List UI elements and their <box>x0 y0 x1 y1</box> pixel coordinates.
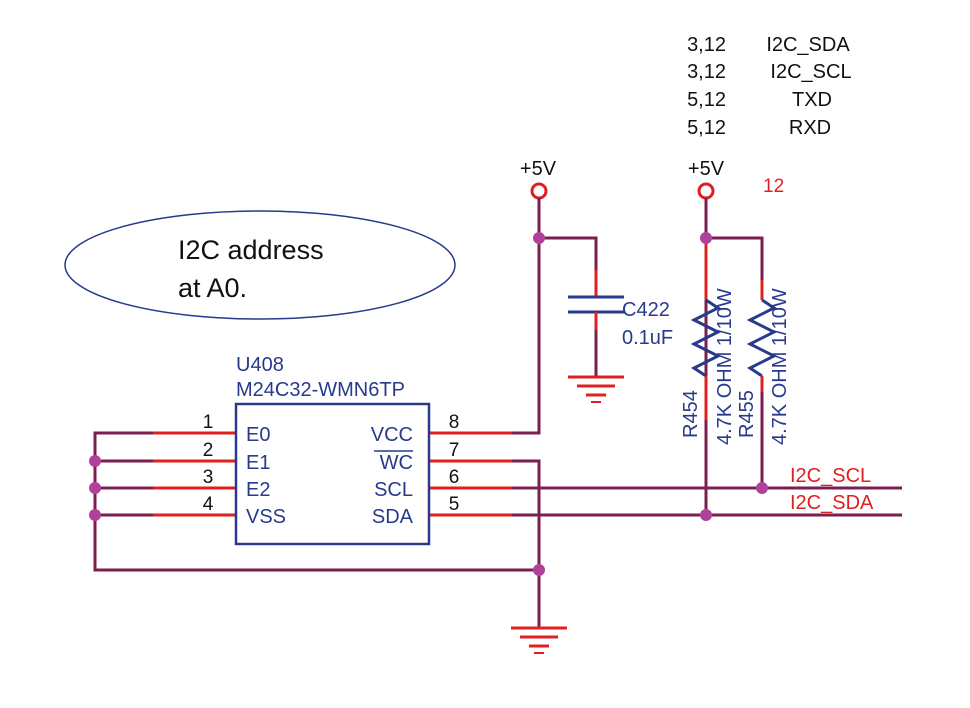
net-table-name-3: RXD <box>789 117 831 139</box>
net-table: 3,12 I2C_SDA 3,12 I2C_SCL 5,12 TXD 5,12 … <box>687 34 852 139</box>
junction-dots <box>89 232 768 576</box>
pin-number-4: 4 <box>203 494 214 515</box>
ic-body <box>234 402 431 546</box>
junction-dot <box>89 509 101 521</box>
callout-line-2: at A0. <box>178 273 247 303</box>
junction-dot <box>700 232 712 244</box>
power-symbol-left <box>530 182 548 200</box>
pin-number-6: 6 <box>449 467 460 488</box>
junction-dot <box>89 482 101 494</box>
capacitor-ref: C422 <box>622 299 670 321</box>
pin-name-sda: SDA <box>372 506 414 528</box>
pin-number-3: 3 <box>203 467 214 488</box>
power-label-left: +5V <box>520 158 557 180</box>
resistor-r455-ref: R455 <box>736 390 758 438</box>
capacitor-c422 <box>568 270 624 330</box>
pin-name-e1: E1 <box>246 452 270 474</box>
pin-name-vss: VSS <box>246 506 286 528</box>
capacitor-value: 0.1uF <box>622 327 673 349</box>
resistor-r454-ref: R454 <box>680 390 702 438</box>
pin-name-e0: E0 <box>246 424 270 446</box>
net-table-name-0: I2C_SDA <box>766 34 850 56</box>
junction-dot <box>756 482 768 494</box>
pin-number-2: 2 <box>203 440 214 461</box>
junction-dot <box>700 509 712 521</box>
net-table-pages-3: 5,12 <box>687 117 726 139</box>
pin-name-vcc: VCC <box>371 424 413 446</box>
junction-dot <box>533 232 545 244</box>
resistor-r454-value: 4.7K OHM 1/10W <box>714 288 736 445</box>
resistor-r455-value: 4.7K OHM 1/10W <box>769 288 791 445</box>
net-table-pages-1: 3,12 <box>687 61 726 83</box>
ground-symbol-main <box>511 626 567 654</box>
junction-dot <box>533 564 545 576</box>
callout-ellipse <box>64 210 456 320</box>
junction-dot <box>89 455 101 467</box>
pin-name-wc: WC <box>380 452 413 474</box>
pin-number-7: 7 <box>449 440 460 461</box>
resistor-r455 <box>746 280 778 392</box>
callout-line-1: I2C address <box>178 235 324 265</box>
net-label-sda: I2C_SDA <box>790 492 874 514</box>
net-table-pages-2: 5,12 <box>687 89 726 111</box>
pin-number-8: 8 <box>449 412 460 433</box>
power-page-ref: 12 <box>763 176 784 197</box>
net-label-scl: I2C_SCL <box>790 465 871 487</box>
pin-name-e2: E2 <box>246 479 270 501</box>
pin-name-scl: SCL <box>374 479 413 501</box>
net-table-pages-0: 3,12 <box>687 34 726 56</box>
pin-number-1: 1 <box>203 412 214 433</box>
ground-symbol-cap <box>568 375 624 403</box>
ic-ref: U408 <box>236 354 284 376</box>
pin-number-5: 5 <box>449 494 460 515</box>
resistor-r454 <box>690 238 722 420</box>
net-table-name-1: I2C_SCL <box>770 61 851 83</box>
power-label-right: +5V <box>688 158 725 180</box>
ic-part: M24C32-WMN6TP <box>236 379 405 401</box>
net-table-name-2: TXD <box>792 89 832 111</box>
ic-pin-stubs <box>153 431 512 517</box>
power-symbol-right <box>697 182 715 200</box>
